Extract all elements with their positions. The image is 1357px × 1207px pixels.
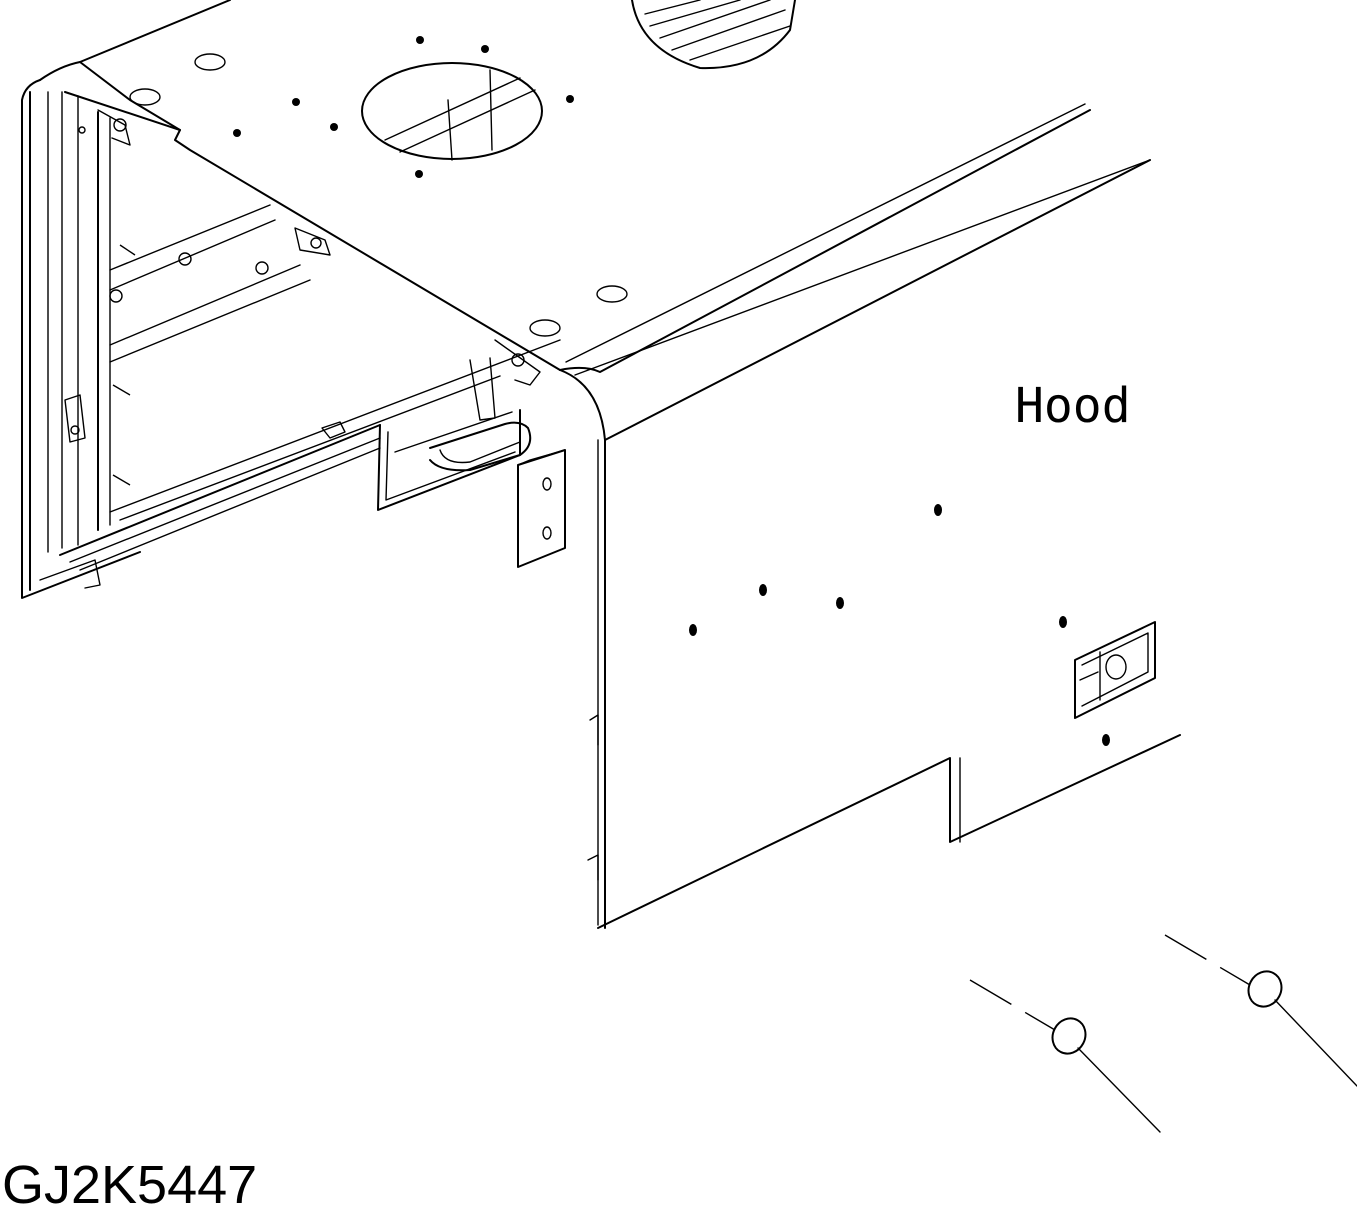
lock-cutout [1074,621,1156,719]
side-panel-holes [689,504,1110,746]
top-plate-holes [233,36,574,178]
top-plate [39,0,1151,376]
hood-label: Hood [1015,378,1131,434]
round-opening [361,62,543,161]
left-end-frame [21,79,141,599]
bottom-rail [59,421,381,571]
side-panel [559,159,1181,929]
handle-recess [377,409,532,511]
interior-frame [109,204,561,521]
figure-id: GJ2K5447 [2,1155,257,1207]
vent-grille [631,0,796,70]
rivet-left [969,979,1161,1133]
striker-block [517,449,566,568]
rivet-right [1164,934,1357,1087]
top-plate-slots [129,53,628,337]
